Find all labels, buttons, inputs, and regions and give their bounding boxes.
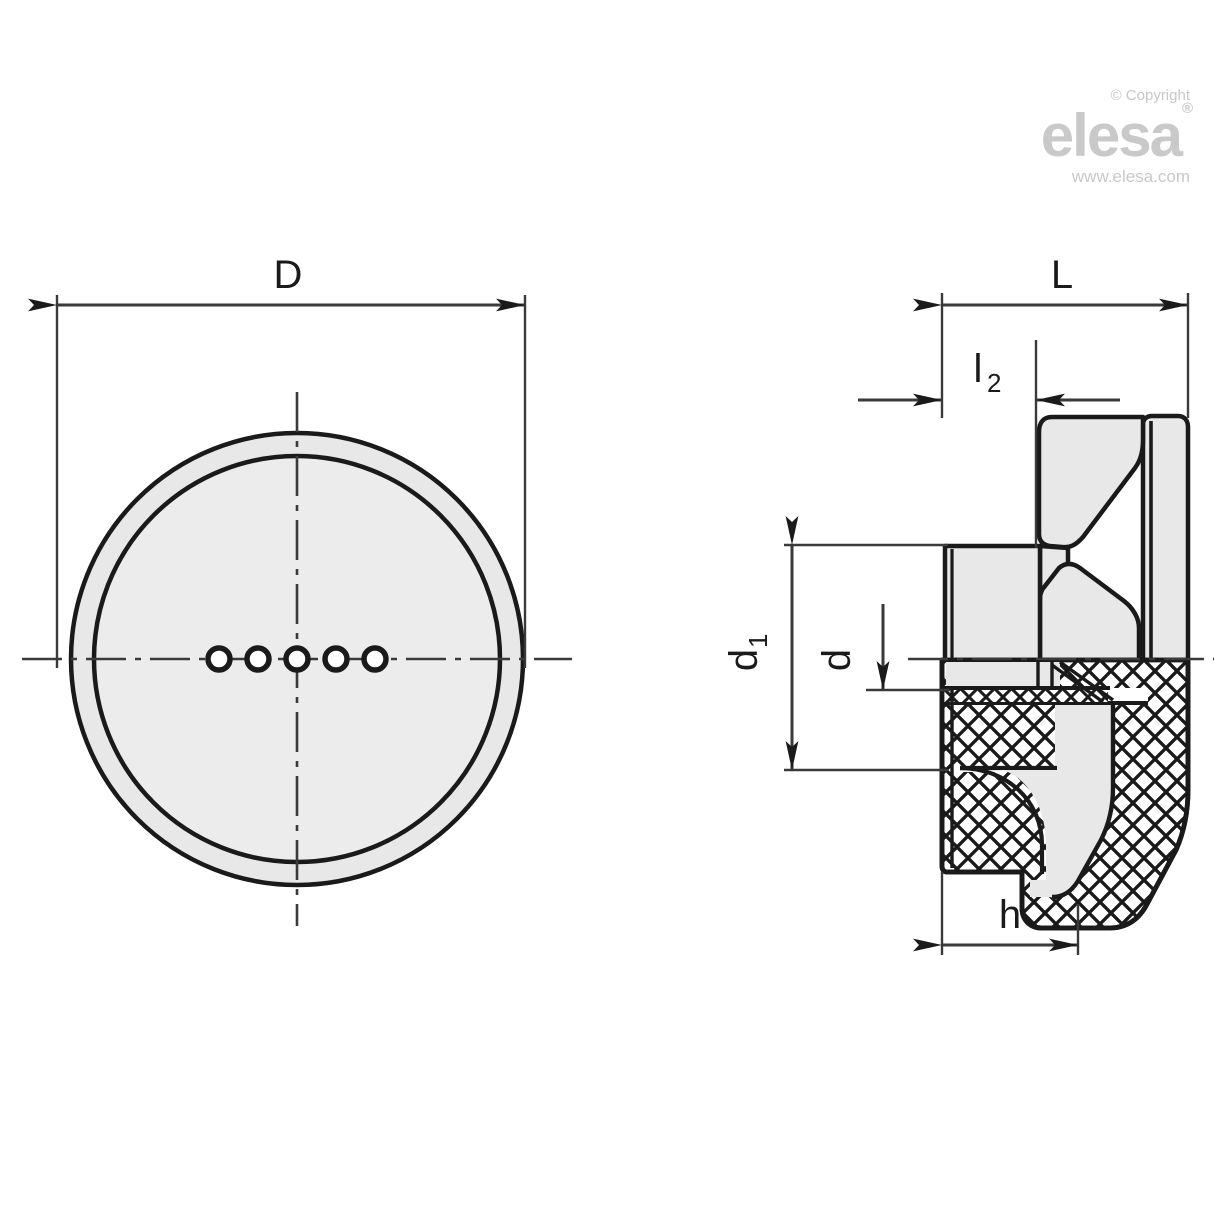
dim-label-d1-subscript: 1 bbox=[743, 634, 773, 648]
front-hole bbox=[283, 645, 311, 673]
dim-label-l2-subscript: 2 bbox=[987, 368, 1001, 398]
side-chamfer-diagonal bbox=[1051, 660, 1114, 704]
dim-label-d-group: d bbox=[815, 649, 859, 671]
front-hole bbox=[205, 645, 233, 673]
dim-label-d1: d bbox=[722, 649, 766, 671]
elesa-logo: elesa® bbox=[1041, 101, 1193, 166]
brand-watermark: © Copyright elesa® www.elesa.com bbox=[1016, 87, 1193, 186]
side-pocket-grey bbox=[1000, 705, 1112, 895]
dim-label-l2-group: l 2 bbox=[974, 347, 1002, 398]
side-left-boss bbox=[942, 543, 1043, 663]
dimension-labels: D L l 2 d 1 d h bbox=[274, 253, 1074, 937]
copyright-notice: © Copyright bbox=[1110, 87, 1190, 104]
dim-label-d1-group: d 1 bbox=[722, 634, 773, 672]
front-view bbox=[22, 295, 572, 926]
dim-label-h: h bbox=[999, 893, 1021, 937]
registered-trademark-icon: ® bbox=[1181, 100, 1193, 117]
website-url: www.elesa.com bbox=[1071, 167, 1190, 186]
dim-label-l2: l bbox=[974, 347, 983, 391]
side-section-view bbox=[784, 293, 1214, 955]
dim-label-L: L bbox=[1051, 253, 1073, 297]
front-hole bbox=[244, 645, 272, 673]
side-wall-hatch-band bbox=[944, 690, 1108, 702]
front-hole-group bbox=[205, 645, 389, 673]
side-shelf-corner bbox=[959, 765, 1045, 874]
side-section-outline-restroke bbox=[939, 660, 1191, 931]
side-lower-wing bbox=[1037, 561, 1142, 663]
dim-label-D: D bbox=[274, 253, 303, 297]
side-inner-right-outline bbox=[1051, 703, 1116, 900]
side-boss-grey-lower bbox=[946, 662, 1036, 686]
elesa-logo-text: eles bbox=[1040, 102, 1152, 169]
front-hole bbox=[322, 645, 350, 673]
elesa-logo-text-tail: a bbox=[1149, 102, 1183, 169]
front-hole bbox=[361, 645, 389, 673]
dim-label-d: d bbox=[815, 649, 859, 671]
side-upper-wing bbox=[1036, 414, 1146, 550]
